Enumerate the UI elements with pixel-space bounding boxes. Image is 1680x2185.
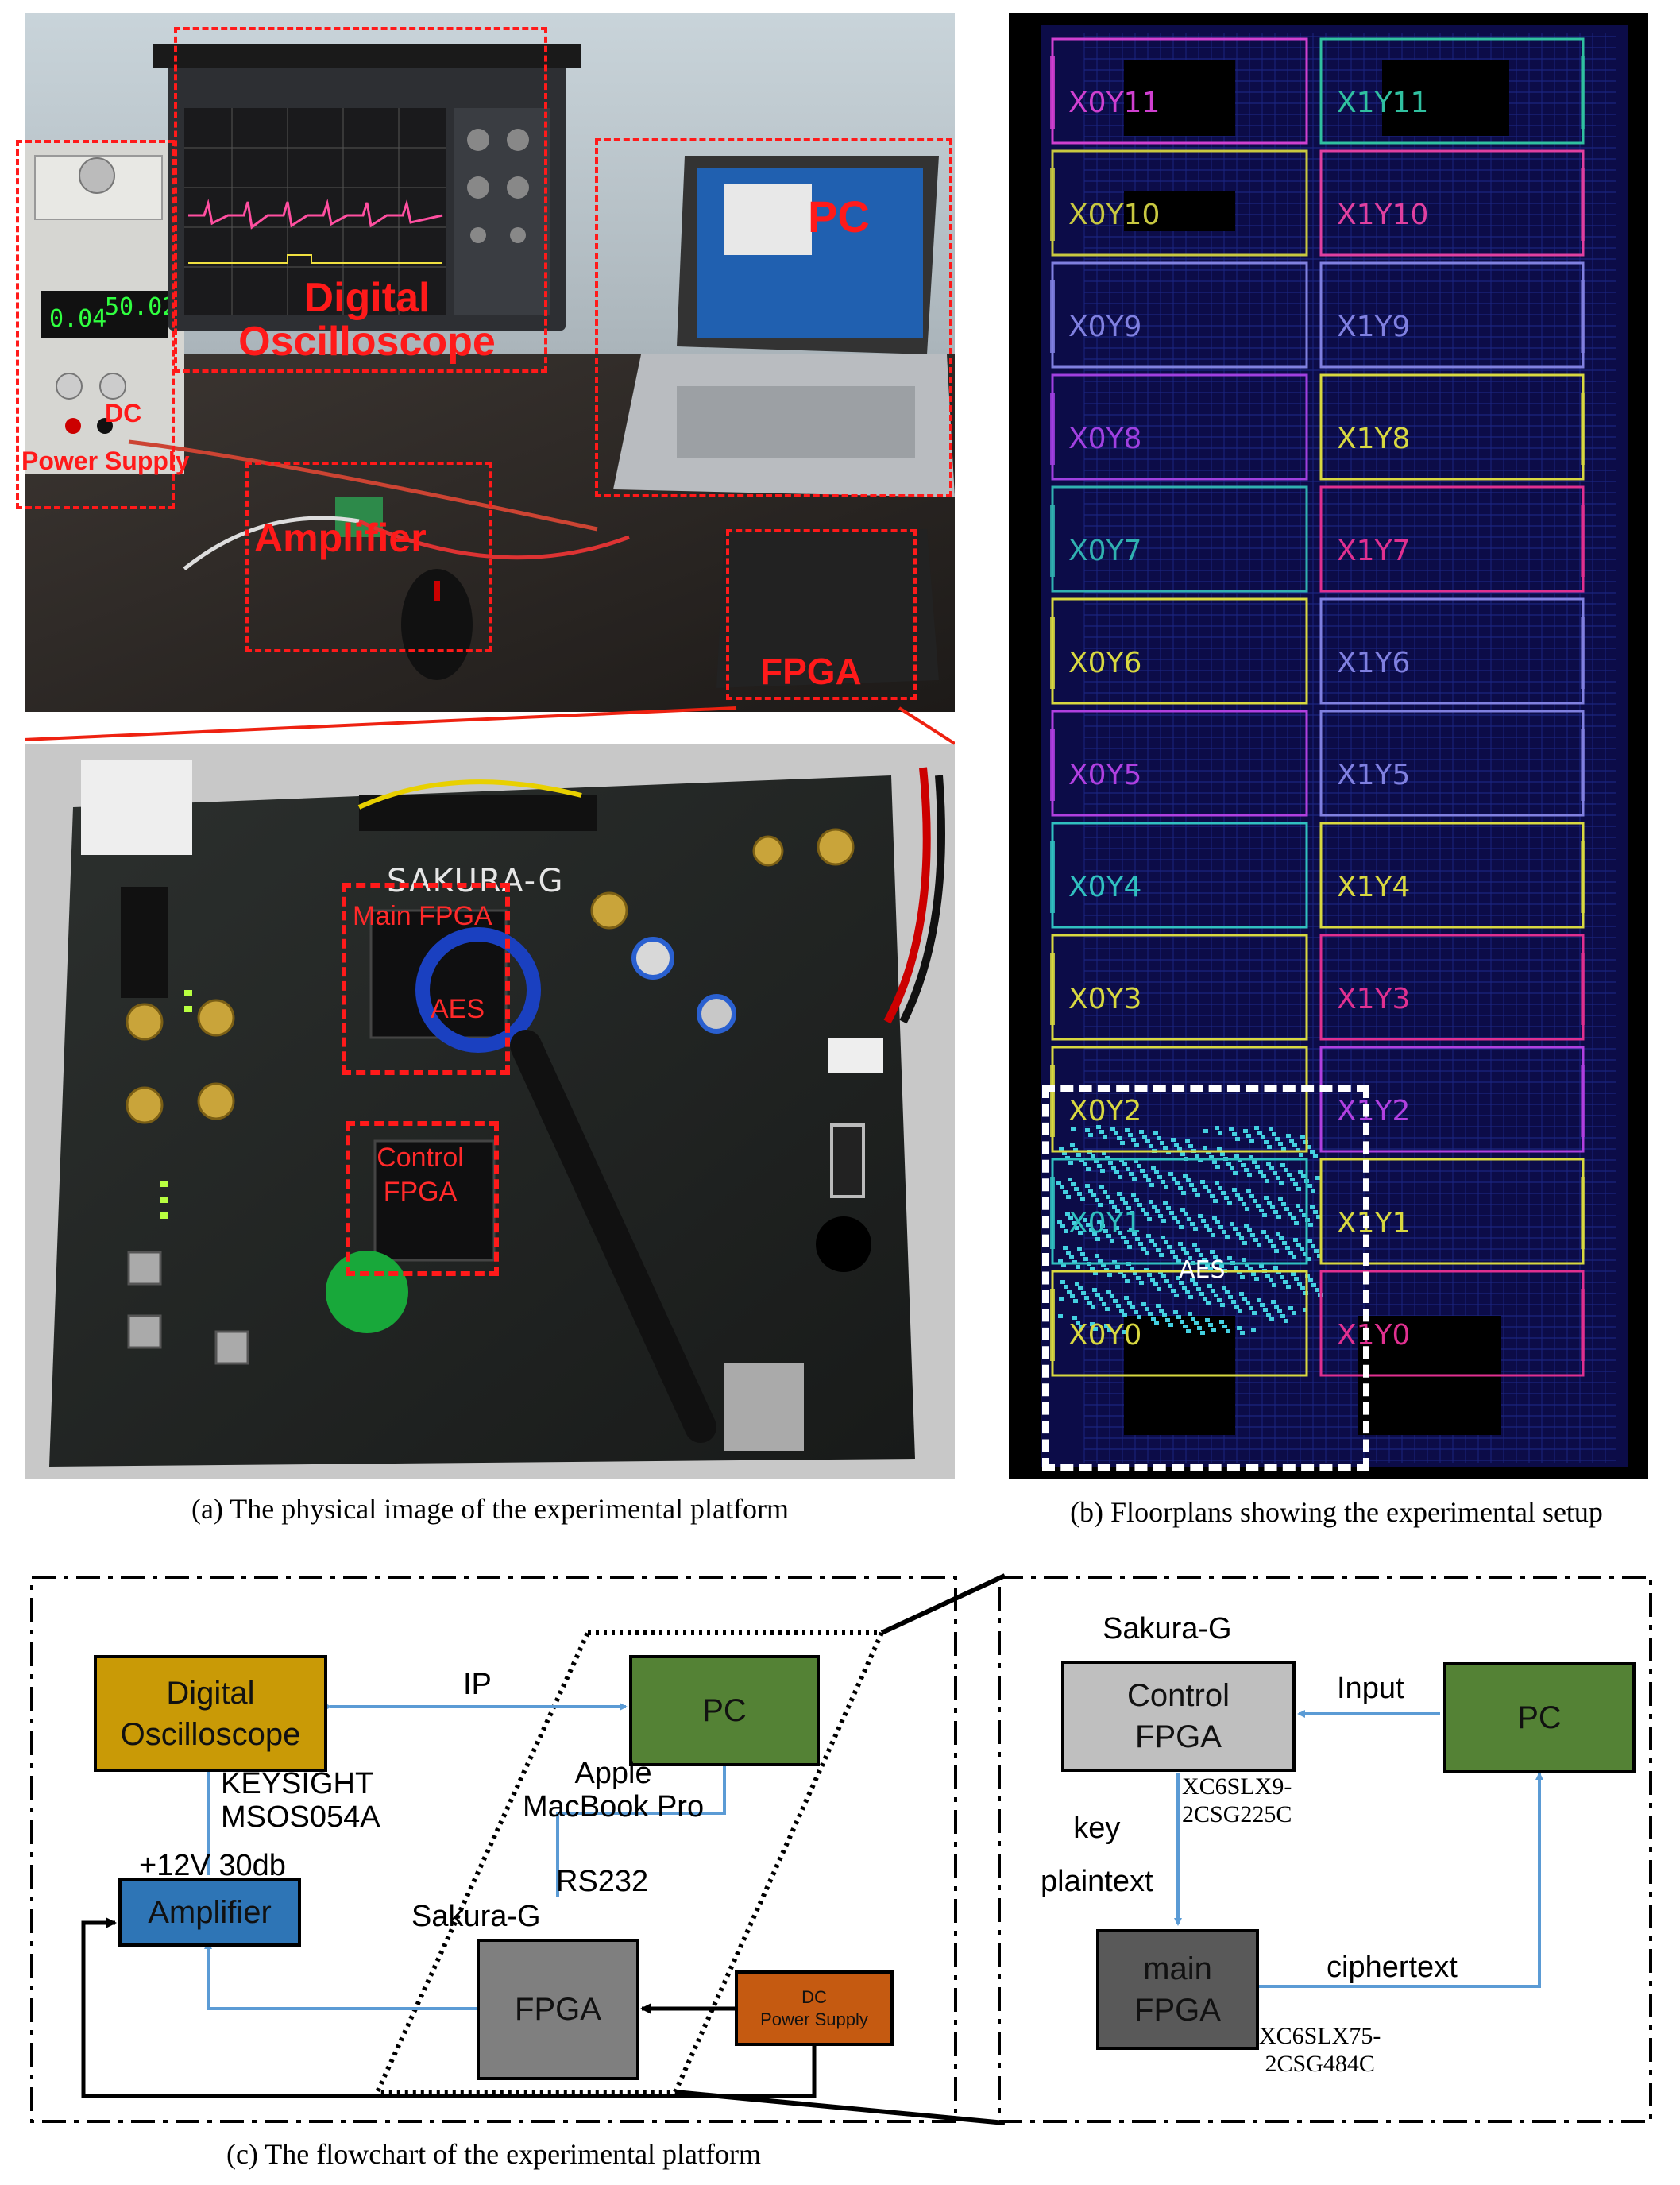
amplifier-highlight	[245, 462, 492, 652]
clock-region-label: X0Y7	[1068, 535, 1142, 567]
caption-b: (b) Floorplans showing the experimental …	[1070, 1496, 1603, 1528]
floorplan-aes-label: AES	[1179, 1256, 1226, 1284]
clock-region-label: X1Y0	[1337, 1319, 1411, 1352]
sakura-label-right: Sakura-G	[1103, 1612, 1232, 1646]
pc-highlight	[595, 138, 952, 497]
keysight-label: KEYSIGHT MSOS054A	[221, 1767, 380, 1834]
caption-a: (a) The physical image of the experiment…	[191, 1493, 790, 1525]
clock-region-label: X1Y8	[1337, 423, 1411, 455]
photo-panel: 0.04 50.02	[16, 13, 955, 1479]
pc-box-left: PC	[629, 1655, 820, 1766]
pc-photo-label: PC	[808, 191, 870, 242]
main-fpga-label: Main FPGA	[353, 901, 492, 931]
aes-board-label: AES	[431, 994, 485, 1024]
clock-region-label: X0Y6	[1068, 647, 1142, 679]
clock-region-label: X1Y2	[1337, 1095, 1411, 1127]
clock-region-label: X0Y2	[1068, 1095, 1142, 1127]
main-fpga-box: main FPGA	[1096, 1929, 1259, 2050]
aes-region-highlight	[1042, 1085, 1369, 1471]
pc-box-right: PC	[1443, 1662, 1636, 1773]
fpga-photo-label: FPGA	[760, 651, 862, 692]
clock-region-label: X1Y3	[1337, 983, 1411, 1015]
input-label: Input	[1337, 1672, 1404, 1705]
ciphertext-label: ciphertext	[1327, 1951, 1458, 1984]
clock-region-label: X1Y10	[1337, 199, 1429, 231]
dc-supply-label-line2: Power Supply	[21, 447, 190, 475]
clock-region-label: X1Y7	[1337, 535, 1411, 567]
control-part-label: XC6SLX9- 2CSG225C	[1182, 1773, 1292, 1827]
oscilloscope-label: Digital Oscilloscope	[238, 275, 496, 365]
sakura-label-left: Sakura-G	[411, 1900, 541, 1933]
clock-region-label: X0Y0	[1068, 1319, 1142, 1352]
oscilloscope-box: Digital Oscilloscope	[94, 1655, 327, 1772]
dc-supply-box: DC Power Supply	[735, 1970, 894, 2046]
clock-region-label: X0Y10	[1068, 199, 1161, 231]
clock-region-label: X1Y1	[1337, 1207, 1411, 1239]
main-part-label: XC6SLX75- 2CSG484C	[1259, 2023, 1381, 2077]
dc-supply-highlight	[16, 140, 175, 509]
psu-readout-right: 50.02	[105, 293, 176, 321]
clock-region-label: X0Y8	[1068, 423, 1142, 455]
clock-region-label: X1Y4	[1337, 871, 1411, 903]
clock-region-label: X0Y11	[1068, 87, 1161, 119]
fpga-highlight	[726, 529, 917, 700]
fpga-box-left: FPGA	[477, 1939, 639, 2080]
ip-label: IP	[463, 1668, 492, 1701]
amplifier-box: Amplifier	[118, 1878, 301, 1947]
board-brand: SAKURA-G	[387, 863, 565, 899]
main-fpga-highlight	[342, 883, 510, 1075]
clock-region-label: X0Y9	[1068, 311, 1142, 343]
amplifier-photo-label: Amplifier	[254, 516, 427, 560]
clock-region-label: X0Y5	[1068, 759, 1142, 791]
caption-c: (c) The flowchart of the experimental pl…	[226, 2138, 762, 2170]
rs232-label: RS232	[556, 1865, 649, 1898]
clock-region-label: X0Y1	[1068, 1207, 1142, 1239]
amp-spec-label: +12V 30db	[139, 1849, 286, 1882]
clock-region-label: X1Y6	[1337, 647, 1411, 679]
apple-label: Apple MacBook Pro	[523, 1757, 705, 1823]
psu-readout-left: 0.04	[49, 305, 106, 333]
control-fpga-highlight	[346, 1121, 499, 1276]
clock-region-label: X1Y5	[1337, 759, 1411, 791]
dc-supply-label-line1: DC	[105, 399, 142, 427]
clock-region-label: X1Y9	[1337, 311, 1411, 343]
floorplan-graphic	[1041, 25, 1628, 1467]
clock-region-label: X1Y11	[1337, 87, 1429, 119]
clock-region-label: X0Y4	[1068, 871, 1142, 903]
oscilloscope-highlight	[174, 27, 547, 373]
key-plaintext-label: key plaintext	[1041, 1812, 1153, 1898]
clock-region-label: X0Y3	[1068, 983, 1142, 1015]
flowchart-lines	[30, 1573, 1652, 2125]
control-fpga-box: Control FPGA	[1061, 1661, 1296, 1772]
control-fpga-board-label: Control FPGA	[377, 1143, 464, 1207]
